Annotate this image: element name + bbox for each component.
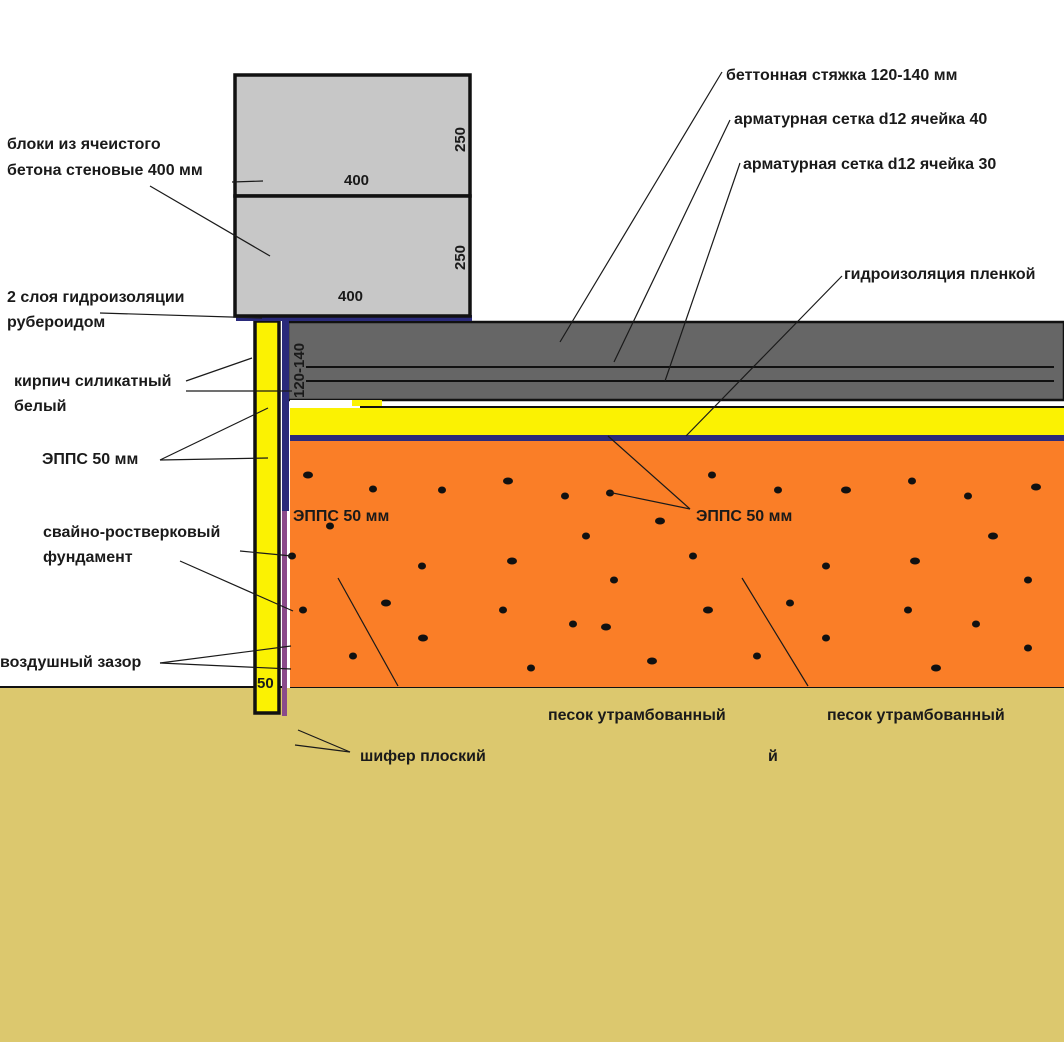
sand-dot (931, 664, 941, 672)
sand-dot (1024, 644, 1032, 652)
sand-dot (703, 606, 713, 614)
label-stray-glyph: й (768, 748, 778, 765)
dim-screed-thickness: 120-140 (291, 343, 308, 398)
ground-sand (0, 687, 1064, 1042)
sand-dot (561, 492, 569, 500)
leader-lines (99, 71, 843, 753)
label-foundation-line2: фундамент (43, 549, 133, 566)
sand-dot (988, 532, 998, 540)
sand-dot (904, 606, 912, 614)
sand-dot (822, 562, 830, 570)
sand-dot (1024, 576, 1032, 584)
sand-dot (527, 664, 535, 672)
label-sand-right: песок утрамбованный (827, 707, 1005, 724)
label-aerated-blocks-line2: бетона стеновые 400 мм (7, 162, 203, 179)
wall-eps-strip (253, 319, 281, 715)
dim-eps-bottom: 50 (257, 675, 274, 692)
sand-dot (655, 517, 665, 525)
label-slate: шифер плоский (360, 748, 486, 765)
sand-dot (786, 599, 794, 607)
concrete-screed (286, 320, 1064, 402)
sand-dot (774, 486, 782, 494)
sand-dot (381, 599, 391, 607)
sand-dot (841, 486, 851, 494)
label-mesh-40: арматурная сетка d12 ячейка 40 (734, 111, 987, 128)
sand-dots (288, 471, 1041, 672)
sand-dot (822, 634, 830, 642)
screed-edge-eps-chip (352, 400, 382, 406)
label-eps-inner: ЭППС 50 мм (293, 508, 389, 525)
sand-dot (601, 623, 611, 631)
sand-dot (689, 552, 697, 560)
dim-block-width-top: 400 (344, 172, 369, 189)
label-roofing-felt-line2: рубероидом (7, 314, 105, 331)
sand-dot (418, 634, 428, 642)
sand-dot (908, 477, 916, 485)
sand-dot (299, 606, 307, 614)
sand-dot (1031, 483, 1041, 491)
sand-dot (303, 471, 313, 479)
sand-dot (418, 562, 426, 570)
sand-dot (499, 606, 507, 614)
sand-dot (610, 576, 618, 584)
screed-edge-gap (290, 400, 360, 408)
film-waterproofing-layer (290, 435, 1064, 441)
label-silicate-brick-line2: белый (14, 398, 66, 415)
label-foundation-line1: свайно-ростверковый (43, 524, 220, 541)
floor-eps-layer (290, 408, 1064, 435)
label-silicate-brick-line1: кирпич силикатный (14, 373, 172, 390)
sand-dot (647, 657, 657, 665)
foundation-dark-strip (282, 321, 289, 511)
sand-dot (582, 532, 590, 540)
sand-dot (569, 620, 577, 628)
sand-dot (972, 620, 980, 628)
label-air-gap: воздушный зазор (0, 654, 142, 671)
sand-dot (438, 486, 446, 494)
dim-block-height-top: 250 (452, 127, 469, 152)
dim-block-height-bottom: 250 (452, 245, 469, 270)
sand-dot (369, 485, 377, 493)
sand-dot (503, 477, 513, 485)
sand-dot (507, 557, 517, 565)
air-gap-strip (287, 600, 290, 688)
label-eps-floor: ЭППС 50 мм (696, 508, 792, 525)
sand-dot (910, 557, 920, 565)
sand-dot (349, 652, 357, 660)
sand-dot (964, 492, 972, 500)
aerated-block-bottom (233, 194, 472, 318)
flat-slate-strip (282, 511, 287, 716)
label-sand-left: песок утрамбованный (548, 707, 726, 724)
label-roofing-felt-line1: 2 слоя гидроизоляции (7, 289, 185, 306)
label-aerated-blocks-line1: блоки из ячеистого (7, 136, 161, 153)
label-film-waterproofing: гидроизоляция пленкой (844, 266, 1036, 283)
compacted-sand-fill (290, 441, 1064, 687)
label-eps-wall: ЭППС 50 мм (42, 451, 138, 468)
label-mesh-30: арматурная сетка d12 ячейка 30 (743, 156, 996, 173)
sand-dot (326, 522, 334, 530)
sand-dot (708, 471, 716, 479)
sand-dot (753, 652, 761, 660)
roofing-felt-layer (236, 315, 472, 321)
dim-block-width-bottom: 400 (338, 288, 363, 305)
label-screed: беттонная стяжка 120-140 мм (726, 67, 957, 84)
